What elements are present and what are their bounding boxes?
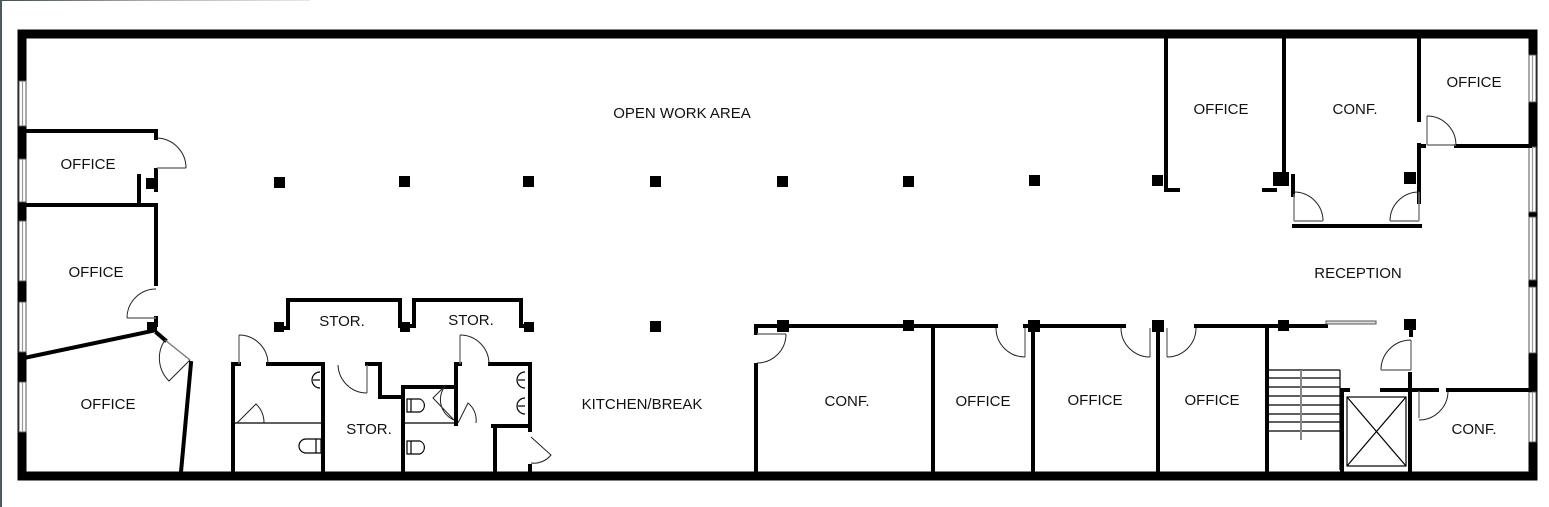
sink-icon xyxy=(516,371,526,389)
room-label-office-south-2: OFFICE xyxy=(1068,392,1123,409)
plumbing-fixtures xyxy=(298,371,526,455)
image-frame-top xyxy=(0,0,310,1)
room-label-reception: RECEPTION xyxy=(1314,265,1402,282)
room-label-office-west: OFFICE xyxy=(69,264,124,281)
room-label-kitchen: KITCHEN/BREAK xyxy=(582,396,703,413)
south-offices-walls xyxy=(754,320,1377,474)
exterior-walls xyxy=(17,29,1538,481)
room-labels: OPEN WORK AREA OFFICE OFFICE OFFICE STOR… xyxy=(61,74,1502,438)
room-label-open-work-area: OPEN WORK AREA xyxy=(613,105,751,122)
windows-right xyxy=(1528,54,1537,443)
room-label-office-ne-2: OFFICE xyxy=(1447,74,1502,91)
sink-icon xyxy=(516,397,526,415)
room-label-office-sw: OFFICE xyxy=(81,396,136,413)
image-frame-left xyxy=(0,0,2,507)
storage-upper-walls xyxy=(274,298,534,332)
room-label-office-ne-1: OFFICE xyxy=(1194,101,1249,118)
stair-icon xyxy=(1268,369,1341,470)
core-walls xyxy=(231,362,532,474)
room-label-conf-ne: CONF. xyxy=(1333,101,1378,118)
room-label-office-south-1: OFFICE xyxy=(956,393,1011,410)
west-offices-walls xyxy=(20,129,194,475)
windows-left xyxy=(18,80,27,433)
west-office-doors xyxy=(126,137,191,382)
south-office-doors xyxy=(756,327,1197,364)
core-doors xyxy=(236,334,552,464)
sink-icon xyxy=(311,371,321,389)
toilet-icon xyxy=(406,440,425,455)
northeast-doors xyxy=(1293,115,1457,222)
toilet-icon xyxy=(298,438,322,454)
room-label-office-south-3: OFFICE xyxy=(1185,392,1240,409)
room-label-conf-se: CONF. xyxy=(1452,421,1497,438)
room-label-conf-south: CONF. xyxy=(825,393,870,410)
room-label-office-nw: OFFICE xyxy=(61,156,116,173)
room-label-storage-1: STOR. xyxy=(319,313,365,330)
structural-columns xyxy=(274,175,1163,332)
toilet-icon xyxy=(406,398,425,413)
elevator-icon xyxy=(1340,372,1439,474)
northeast-walls xyxy=(1164,32,1532,228)
room-label-storage-3: STOR. xyxy=(346,421,392,438)
room-label-storage-2: STOR. xyxy=(448,312,494,329)
reception-doors xyxy=(1380,319,1532,421)
